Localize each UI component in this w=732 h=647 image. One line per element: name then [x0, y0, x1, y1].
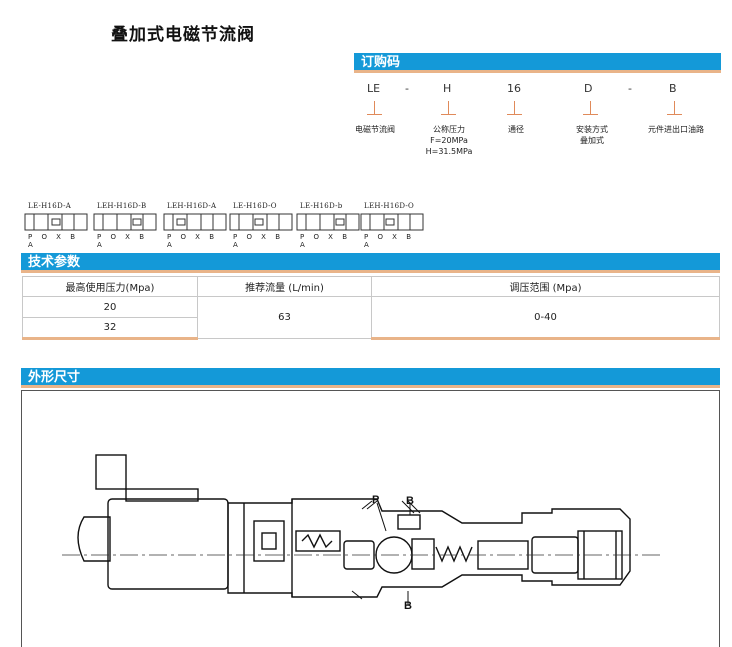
table-row: 32: [22, 317, 720, 340]
symbol-leh-h16d-b: LEH-H16D-B P O X B A: [93, 202, 157, 249]
code-tick-16: [507, 101, 529, 115]
code-tick-d: [583, 101, 605, 115]
dimension-drawing: P B B: [21, 390, 720, 647]
code-label-le: 电磁节流阀: [355, 125, 395, 134]
code-tick-h: [441, 101, 463, 115]
code-tick-le: [367, 101, 389, 115]
flow-cell: 63: [197, 296, 372, 339]
port-label-p: P: [372, 494, 379, 506]
symbol-leh-h16d-o: LEH-H16D-O P O X B A: [360, 202, 424, 249]
symbol-name: LE-H16D-O: [233, 202, 277, 210]
code-b: B: [669, 82, 677, 95]
code-label-16: 通径: [508, 125, 524, 134]
symbol-le-h16d-a: LE-H16D-A P O X B A: [24, 202, 88, 249]
symbol-ports: P O X B A: [28, 233, 79, 249]
symbol-le-h16d-b: LE-H16D-b P O X B A: [296, 202, 360, 249]
code-dash-2: -: [628, 82, 632, 95]
symbol-name: LE-H16D-b: [300, 202, 343, 210]
valve-symbol-icon: [229, 213, 293, 231]
symbol-name: LEH-H16D-A: [167, 202, 217, 210]
symbol-name: LEH-H16D-B: [97, 202, 147, 210]
tech-params-table: 最高使用压力(Mpa) 推荐流量 (L/min) 调压范围 (Mpa) 20 6…: [22, 276, 720, 340]
symbol-ports: P O X B A: [233, 233, 284, 249]
col-flow: 推荐流量 (L/min): [197, 276, 372, 297]
dimensions-header: 外形尺寸: [21, 368, 720, 388]
code-tick-b: [667, 101, 689, 115]
col-range: 调压范围 (Mpa): [371, 276, 720, 297]
symbol-le-h16d-o: LE-H16D-O P O X B A: [229, 202, 293, 249]
symbol-row: LE-H16D-A P O X B A LEH-H16D-B P O X B A…: [24, 202, 424, 249]
symbol-name: LEH-H16D-O: [364, 202, 415, 210]
col-max-pressure: 最高使用压力(Mpa): [22, 276, 198, 297]
page-title: 叠加式电磁节流阀: [111, 25, 255, 45]
pressure-cell: 20: [22, 296, 198, 318]
code-16: 16: [507, 82, 521, 95]
symbol-name: LE-H16D-A: [28, 202, 72, 210]
valve-symbol-icon: [360, 213, 424, 231]
valve-symbol-icon: [296, 213, 360, 231]
code-label-h: 公称压力 F=20MPa H=31.5MPa: [425, 125, 473, 156]
table-row: 20 63 0-40: [22, 296, 720, 340]
code-d: D: [584, 82, 593, 95]
table-header-row: 最高使用压力(Mpa) 推荐流量 (L/min) 调压范围 (Mpa): [22, 276, 720, 297]
valve-cross-section-icon: P B B: [62, 454, 662, 612]
port-label-b-bottom: B: [404, 600, 412, 612]
valve-symbol-icon: [93, 213, 157, 231]
range-cell: 0-40: [371, 296, 720, 340]
symbol-ports: P O X B A: [364, 233, 415, 249]
valve-symbol-icon: [24, 213, 88, 231]
pressure-cell: 32: [22, 317, 198, 340]
symbol-ports: P O X B A: [300, 233, 351, 249]
port-label-b-top: B: [406, 495, 414, 507]
order-code-header: 订购码: [354, 53, 721, 73]
code-dash-1: -: [405, 82, 409, 95]
valve-symbol-icon: [163, 213, 227, 231]
code-le: LE: [367, 82, 381, 95]
code-h: H: [443, 82, 452, 95]
symbol-ports: P O X B A: [97, 233, 148, 249]
symbol-leh-h16d-a: LEH-H16D-A P O X B A: [163, 202, 227, 249]
tech-params-header: 技术参数: [21, 253, 720, 273]
code-label-b: 元件进出口油路: [648, 125, 704, 134]
symbol-ports: P O X B A: [167, 233, 218, 249]
code-label-d: 安装方式 叠加式: [576, 125, 608, 145]
